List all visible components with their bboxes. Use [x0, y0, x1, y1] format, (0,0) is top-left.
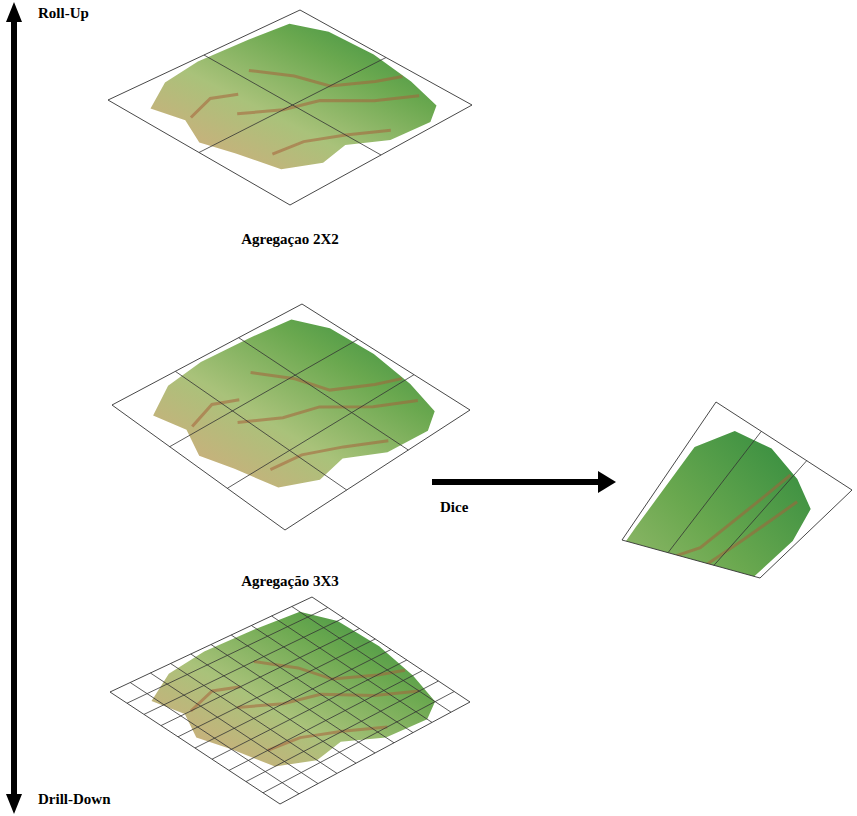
- ridge: [270, 441, 388, 470]
- grid-line: [175, 371, 346, 490]
- ridge: [589, 579, 742, 711]
- grid-line: [170, 339, 358, 446]
- grid-fine: [110, 597, 470, 804]
- grid-2x2: [108, 10, 472, 205]
- ridge: [249, 70, 403, 86]
- ridge: [237, 96, 419, 114]
- grid-line: [263, 692, 454, 793]
- relief: [192, 372, 418, 469]
- ridge: [191, 94, 238, 117]
- axis-label: Drill-Down: [38, 790, 111, 808]
- grid-3x3: [112, 304, 470, 530]
- ridge: [617, 475, 791, 592]
- arrow-head: [6, 794, 22, 814]
- grid-border: [622, 402, 852, 578]
- ridge: [254, 661, 405, 679]
- ridge: [238, 400, 418, 422]
- relief: [519, 475, 798, 742]
- map-region: [153, 320, 435, 488]
- grid-line: [231, 635, 394, 743]
- arrow-head: [598, 471, 616, 493]
- terrain-map: [151, 24, 437, 170]
- grid-line: [199, 58, 386, 153]
- axis-line: [11, 18, 17, 798]
- dice-arrow: [432, 479, 600, 485]
- arrow-head: [6, 2, 22, 22]
- grid-line: [668, 431, 761, 552]
- ridge: [519, 650, 589, 742]
- grid-line: [714, 461, 807, 566]
- grid-line: [229, 671, 423, 771]
- grid-border: [110, 597, 470, 804]
- level-label: Agregaçao 2X2: [241, 230, 339, 248]
- grid-line: [272, 616, 432, 722]
- grid-line: [246, 681, 438, 782]
- ridge: [192, 400, 239, 427]
- grid-border: [112, 304, 470, 530]
- terrain-map: [153, 320, 435, 488]
- grid-line: [251, 626, 413, 733]
- grid-line: [292, 607, 451, 713]
- diced-slice: [478, 402, 852, 775]
- level-label: Agregação 3X3: [241, 572, 339, 590]
- axis-label: Roll-Up: [38, 4, 89, 22]
- grid-line: [227, 375, 414, 489]
- map-region: [151, 24, 437, 170]
- grid-border: [108, 10, 472, 205]
- operation-label: Dice: [440, 498, 468, 516]
